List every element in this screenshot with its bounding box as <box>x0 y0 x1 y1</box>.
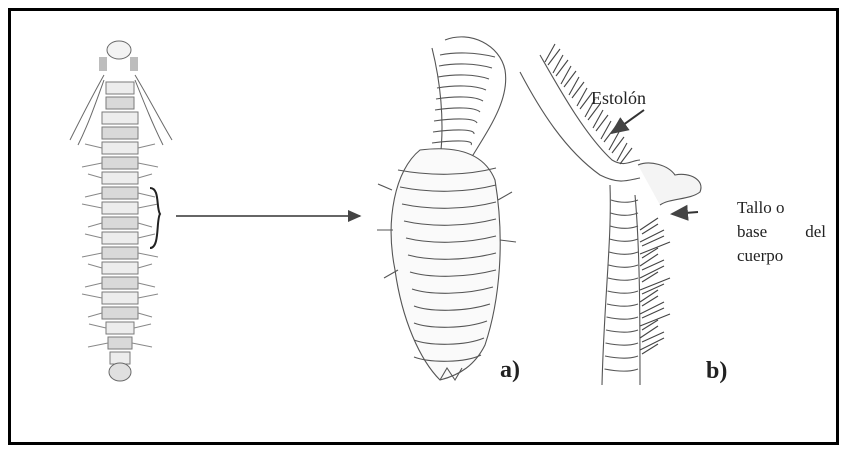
tallo-label-del: del <box>805 220 826 244</box>
tallo-pointer-arrow <box>672 212 698 214</box>
tallo-label-line1: Tallo o <box>737 196 837 220</box>
whole-worm <box>70 41 172 381</box>
estolon-pointer-arrow <box>612 110 644 133</box>
tallo-label-line2: base del <box>737 220 826 244</box>
tallo-label-line3: cuerpo <box>737 244 837 268</box>
panel-a-drawing <box>377 37 516 380</box>
panel-a-label: a) <box>500 357 520 384</box>
panel-b-label: b) <box>706 358 727 385</box>
tallo-label: Tallo o base del cuerpo <box>737 196 837 268</box>
estolon-label: Estolón <box>591 88 646 109</box>
tallo-label-base: base <box>737 220 767 244</box>
